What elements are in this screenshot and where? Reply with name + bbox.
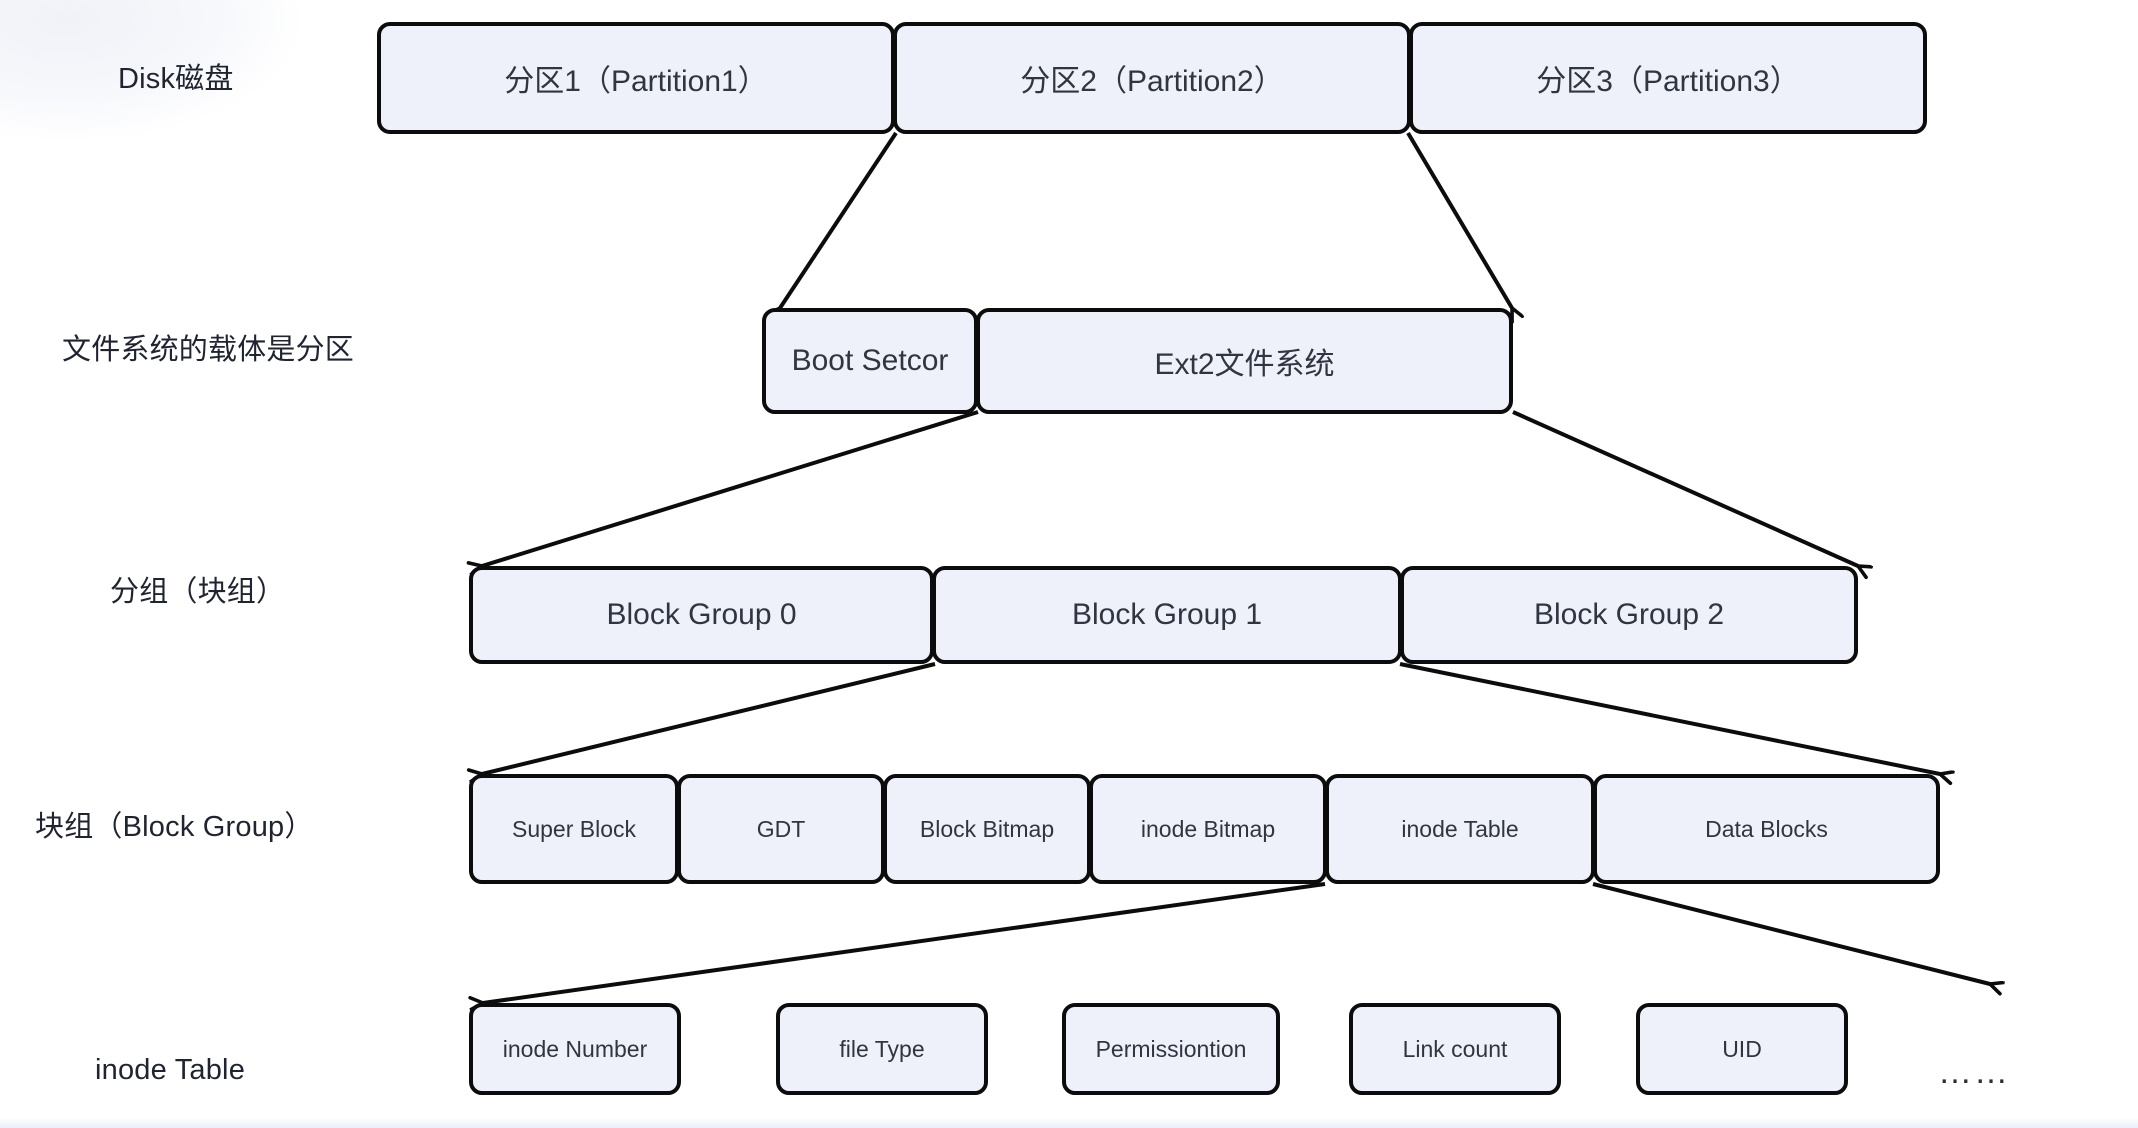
arrow-blockgroup-to-datablocks: [1399, 662, 1940, 774]
box-inode-number-label: inode Number: [502, 1035, 648, 1062]
row-label-inode-table: inode Table: [95, 1054, 246, 1086]
box-gdt-label: GDT: [756, 815, 806, 842]
arrow-fs-to-blockgroup0: [482, 410, 979, 566]
box-inode-bitmap-label: inode Bitmap: [1140, 815, 1276, 842]
box-boot-sector[interactable]: Boot Setcor: [762, 308, 978, 414]
box-block-group-2-label: Block Group 2: [1533, 598, 1725, 631]
box-data-blocks-label: Data Blocks: [1705, 815, 1828, 842]
row-label-filesystem: 文件系统的载体是分区: [62, 334, 355, 366]
box-link-count-label: Link count: [1402, 1035, 1508, 1062]
box-partition-1-label: 分区1（Partition1）: [504, 65, 768, 98]
arrow-inodetable-to-more: [1592, 882, 1990, 984]
arrow-inodetable-to-inodenumber: [483, 882, 1326, 1003]
box-inode-table-label: inode Table: [1401, 815, 1519, 842]
box-partition-3-label: 分区3（Partition3）: [1536, 65, 1800, 98]
box-inode-number[interactable]: inode Number: [469, 1003, 681, 1095]
box-ext2-filesystem[interactable]: Ext2文件系统: [976, 308, 1513, 414]
box-block-group-2[interactable]: Block Group 2: [1400, 566, 1858, 664]
arrow-blockgroup-to-superblock: [482, 662, 936, 774]
box-boot-sector-label: Boot Setcor: [791, 344, 949, 377]
box-ext2-filesystem-label: Ext2文件系统: [1154, 348, 1335, 381]
box-block-group-1-label: Block Group 1: [1071, 598, 1263, 631]
box-block-group-0-label: Block Group 0: [606, 598, 797, 631]
box-partition-1[interactable]: 分区1（Partition1）: [377, 22, 895, 134]
box-inode-bitmap[interactable]: inode Bitmap: [1089, 774, 1327, 884]
bottom-edge-shading: [0, 1118, 2138, 1128]
box-uid[interactable]: UID: [1636, 1003, 1848, 1095]
row-label-grouping: 分组（块组）: [110, 576, 286, 608]
row-label-block-group: 块组（Block Group）: [35, 811, 314, 843]
box-data-blocks[interactable]: Data Blocks: [1593, 774, 1940, 884]
arrow-partition2-to-ext2: [1406, 131, 1512, 308]
box-inode-table[interactable]: inode Table: [1325, 774, 1595, 884]
box-block-bitmap-label: Block Bitmap: [919, 815, 1055, 842]
box-partition-2[interactable]: 分区2（Partition2）: [893, 22, 1411, 134]
ellipsis-more-fields: ……: [1938, 1053, 2010, 1091]
box-gdt[interactable]: GDT: [677, 774, 885, 884]
box-block-group-0[interactable]: Block Group 0: [469, 566, 934, 664]
box-permission-label: Permissiontion: [1095, 1035, 1247, 1062]
box-block-bitmap[interactable]: Block Bitmap: [883, 774, 1091, 884]
box-partition-3[interactable]: 分区3（Partition3）: [1409, 22, 1927, 134]
box-block-group-1[interactable]: Block Group 1: [932, 566, 1402, 664]
arrow-partition2-to-boot: [780, 131, 898, 308]
arrow-fs-to-blockgroup2: [1512, 410, 1858, 566]
box-permission[interactable]: Permissiontion: [1062, 1003, 1280, 1095]
box-uid-label: UID: [1722, 1035, 1762, 1062]
box-file-type[interactable]: file Type: [776, 1003, 988, 1095]
box-file-type-label: file Type: [839, 1035, 925, 1062]
box-link-count[interactable]: Link count: [1349, 1003, 1561, 1095]
box-super-block[interactable]: Super Block: [469, 774, 679, 884]
box-super-block-label: Super Block: [511, 815, 636, 842]
row-label-disk: Disk磁盘: [118, 63, 234, 95]
box-partition-2-label: 分区2（Partition2）: [1020, 65, 1284, 98]
